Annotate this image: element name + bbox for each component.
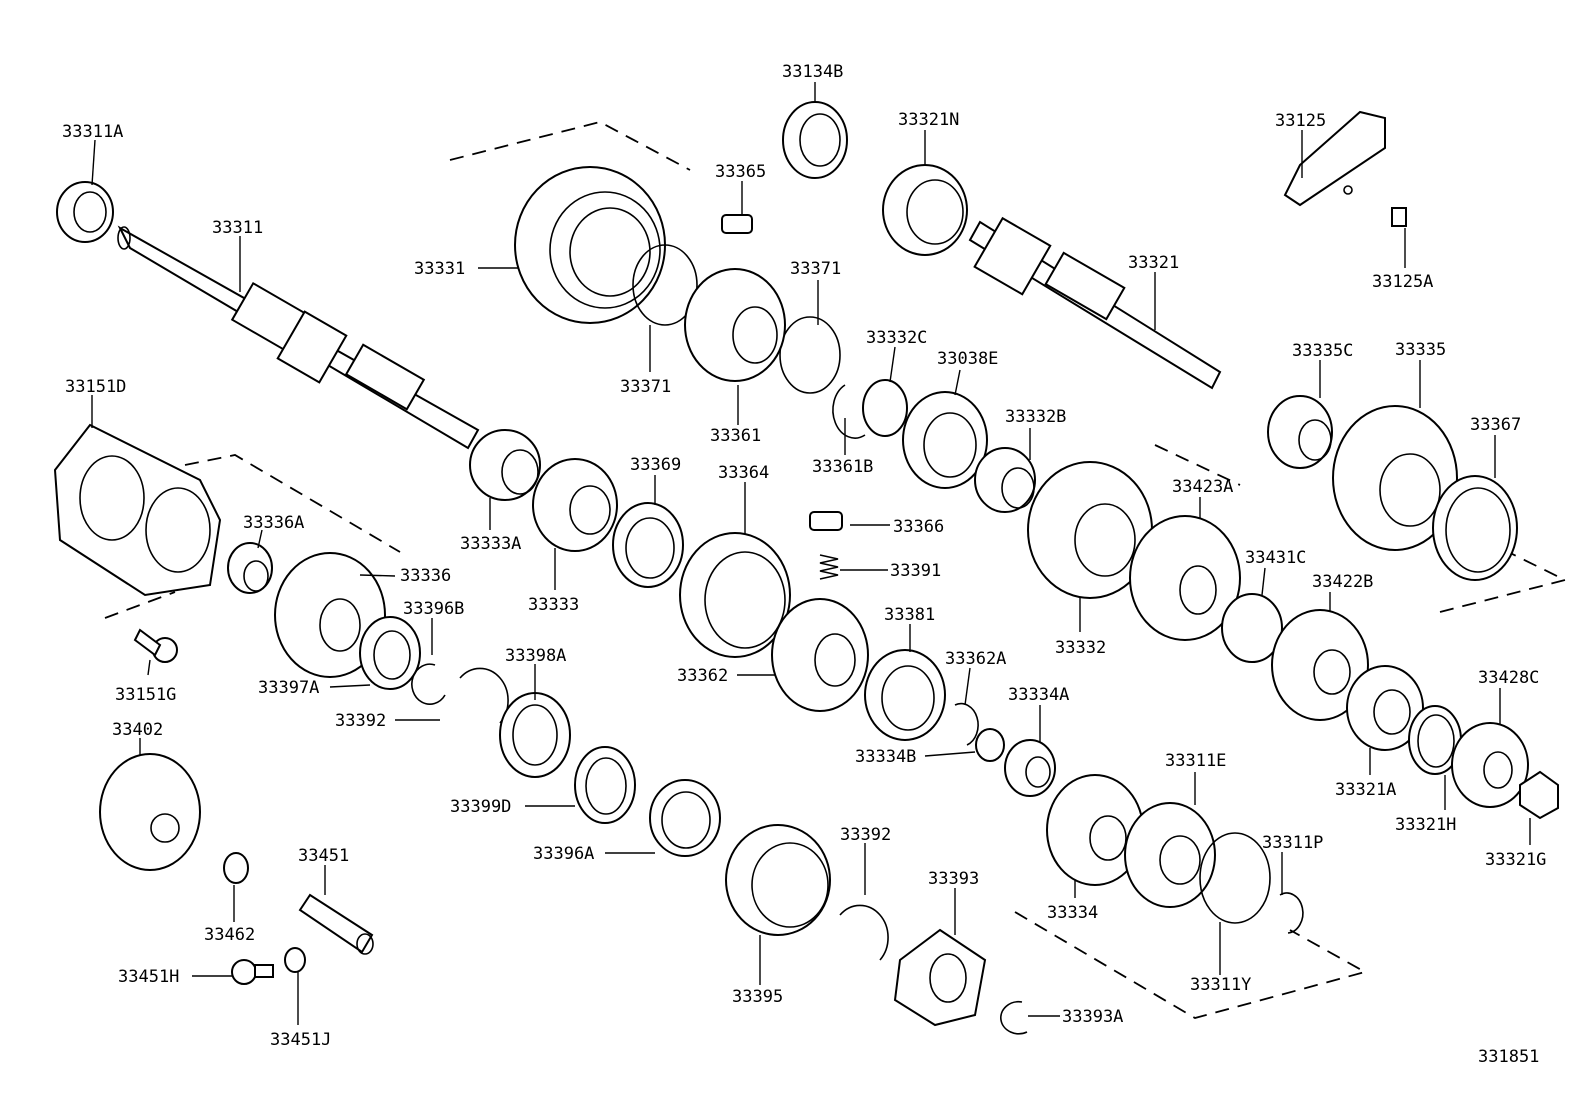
label-33395: 33395: [732, 987, 783, 1007]
label-33336A: 33336A: [243, 513, 304, 533]
label-33428C: 33428C: [1478, 668, 1539, 688]
label-33332B: 33332B: [1005, 407, 1066, 427]
label-33332C: 33332C: [866, 328, 927, 348]
label-33336: 33336: [400, 566, 451, 586]
label-33334: 33334: [1047, 903, 1098, 923]
label-33321N: 33321N: [898, 110, 959, 130]
label-33392-upper: 33392: [335, 711, 386, 731]
label-33423A: 33423A: [1172, 477, 1233, 497]
label-33462: 33462: [204, 925, 255, 945]
label-33398A: 33398A: [505, 646, 566, 666]
label-33393: 33393: [928, 869, 979, 889]
label-33151G: 33151G: [115, 685, 176, 705]
label-33334B: 33334B: [855, 747, 916, 767]
label-33311P: 33311P: [1262, 833, 1323, 853]
part-labels: 33311A 33311 33151D 33151G 33402 33462 3…: [62, 62, 1546, 1067]
label-33381: 33381: [884, 605, 935, 625]
label-33396A: 33396A: [533, 844, 594, 864]
label-33334A: 33334A: [1008, 685, 1069, 705]
label-33366: 33366: [893, 517, 944, 537]
label-33311A: 33311A: [62, 122, 123, 142]
label-33365: 33365: [715, 162, 766, 182]
label-33151D: 33151D: [65, 377, 126, 397]
label-33311E: 33311E: [1165, 751, 1226, 771]
label-33331: 33331: [414, 259, 465, 279]
label-33451J: 33451J: [270, 1030, 331, 1050]
label-33321: 33321: [1128, 253, 1179, 273]
label-33451H: 33451H: [118, 967, 179, 987]
label-33393A: 33393A: [1062, 1007, 1123, 1027]
label-33364: 33364: [718, 463, 769, 483]
label-33361B: 33361B: [812, 457, 873, 477]
label-33125A: 33125A: [1372, 272, 1433, 292]
label-33311Y: 33311Y: [1190, 975, 1251, 995]
label-33371-right: 33371: [790, 259, 841, 279]
label-33333: 33333: [528, 595, 579, 615]
label-33422B: 33422B: [1312, 572, 1373, 592]
parts-shapes: [53, 101, 1559, 1035]
label-33369: 33369: [630, 455, 681, 475]
label-33399D: 33399D: [450, 797, 511, 817]
leader-lines: [91, 82, 1531, 1025]
counter-shaft: [968, 216, 1222, 390]
label-33311: 33311: [212, 218, 263, 238]
label-33371-left: 33371: [620, 377, 671, 397]
label-33333A: 33333A: [460, 534, 521, 554]
label-33321H: 33321H: [1395, 815, 1456, 835]
label-33396B: 33396B: [403, 599, 464, 619]
label-33321G: 33321G: [1485, 850, 1546, 870]
label-33402: 33402: [112, 720, 163, 740]
label-33391: 33391: [890, 561, 941, 581]
label-33362: 33362: [677, 666, 728, 686]
label-33038E: 33038E: [937, 349, 998, 369]
label-33335: 33335: [1395, 340, 1446, 360]
label-33321A: 33321A: [1335, 780, 1396, 800]
diagram-code: 331851: [1478, 1047, 1539, 1067]
label-33451: 33451: [298, 846, 349, 866]
label-33125: 33125: [1275, 111, 1326, 131]
label-33362A: 33362A: [945, 649, 1006, 669]
label-33397A: 33397A: [258, 678, 319, 698]
label-33332: 33332: [1055, 638, 1106, 658]
input-shaft: [117, 225, 480, 450]
label-33335C: 33335C: [1292, 341, 1353, 361]
label-33431C: 33431C: [1245, 548, 1306, 568]
label-33367: 33367: [1470, 415, 1521, 435]
label-33134B: 33134B: [782, 62, 843, 82]
assembly-outlines: [104, 121, 1568, 1019]
label-33361: 33361: [710, 426, 761, 446]
label-33392-lower: 33392: [840, 825, 891, 845]
